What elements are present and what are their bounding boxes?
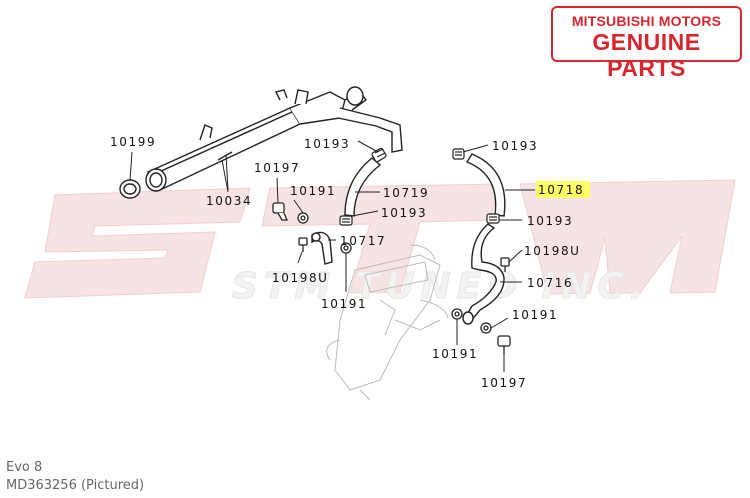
bolt-10197-left <box>272 202 288 221</box>
label-10199: 10199 <box>110 135 156 149</box>
label-10719: 10719 <box>383 186 429 200</box>
washer-10191-right-lower <box>451 308 463 320</box>
washer-10191-right <box>480 322 492 334</box>
label-10198u-right: 10198U <box>524 244 581 258</box>
badge-brand: MITSUBISHI MOTORS <box>571 13 722 29</box>
engine-outline <box>326 244 449 401</box>
clamp-10193-upper-right <box>452 148 465 160</box>
label-10193-upper-right: 10193 <box>492 139 538 153</box>
clamp-10193-lower-left <box>339 215 353 226</box>
washer-10191-middle <box>340 242 352 254</box>
label-10193-upper-left: 10193 <box>304 137 350 151</box>
pipe-10717 <box>311 231 333 265</box>
label-10191-right: 10191 <box>512 308 558 322</box>
label-10718: 10718 <box>538 183 584 197</box>
water-pipe-10034 <box>145 86 403 192</box>
label-10034: 10034 <box>206 194 252 208</box>
label-10193-lower-left: 10193 <box>381 206 427 220</box>
stm-watermark: STM TUNED INC. <box>24 179 736 308</box>
genuine-parts-badge: MITSUBISHI MOTORS GENUINE PARTS <box>551 6 742 81</box>
highlight-10718 <box>536 181 590 198</box>
washer-10191-left-upper <box>297 212 309 224</box>
label-10197-right: 10197 <box>481 376 527 390</box>
label-10198u-left: 10198U <box>272 271 329 285</box>
caption-part-number: MD363256 (Pictured) <box>6 478 145 493</box>
pipe-10716 <box>462 223 505 325</box>
label-10191-right-lower: 10191 <box>432 347 478 361</box>
clamp-10193-upper-left <box>371 147 387 163</box>
caption-model: Evo 8 <box>6 460 43 475</box>
clamp-10193-lower-right <box>486 213 500 224</box>
bolt-10197-right <box>497 335 511 354</box>
label-10191-left: 10191 <box>290 184 336 198</box>
badge-title: GENUINE PARTS <box>592 29 701 81</box>
gasket-10199 <box>119 179 141 199</box>
label-10197-left: 10197 <box>254 161 300 175</box>
hose-10718 <box>465 153 506 217</box>
bolt-10198u-left <box>298 237 308 252</box>
label-10716: 10716 <box>527 276 573 290</box>
leader-lines <box>129 140 535 372</box>
label-10193-lower-right: 10193 <box>527 214 573 228</box>
label-10717: 10717 <box>340 234 386 248</box>
label-10191-middle: 10191 <box>321 297 367 311</box>
